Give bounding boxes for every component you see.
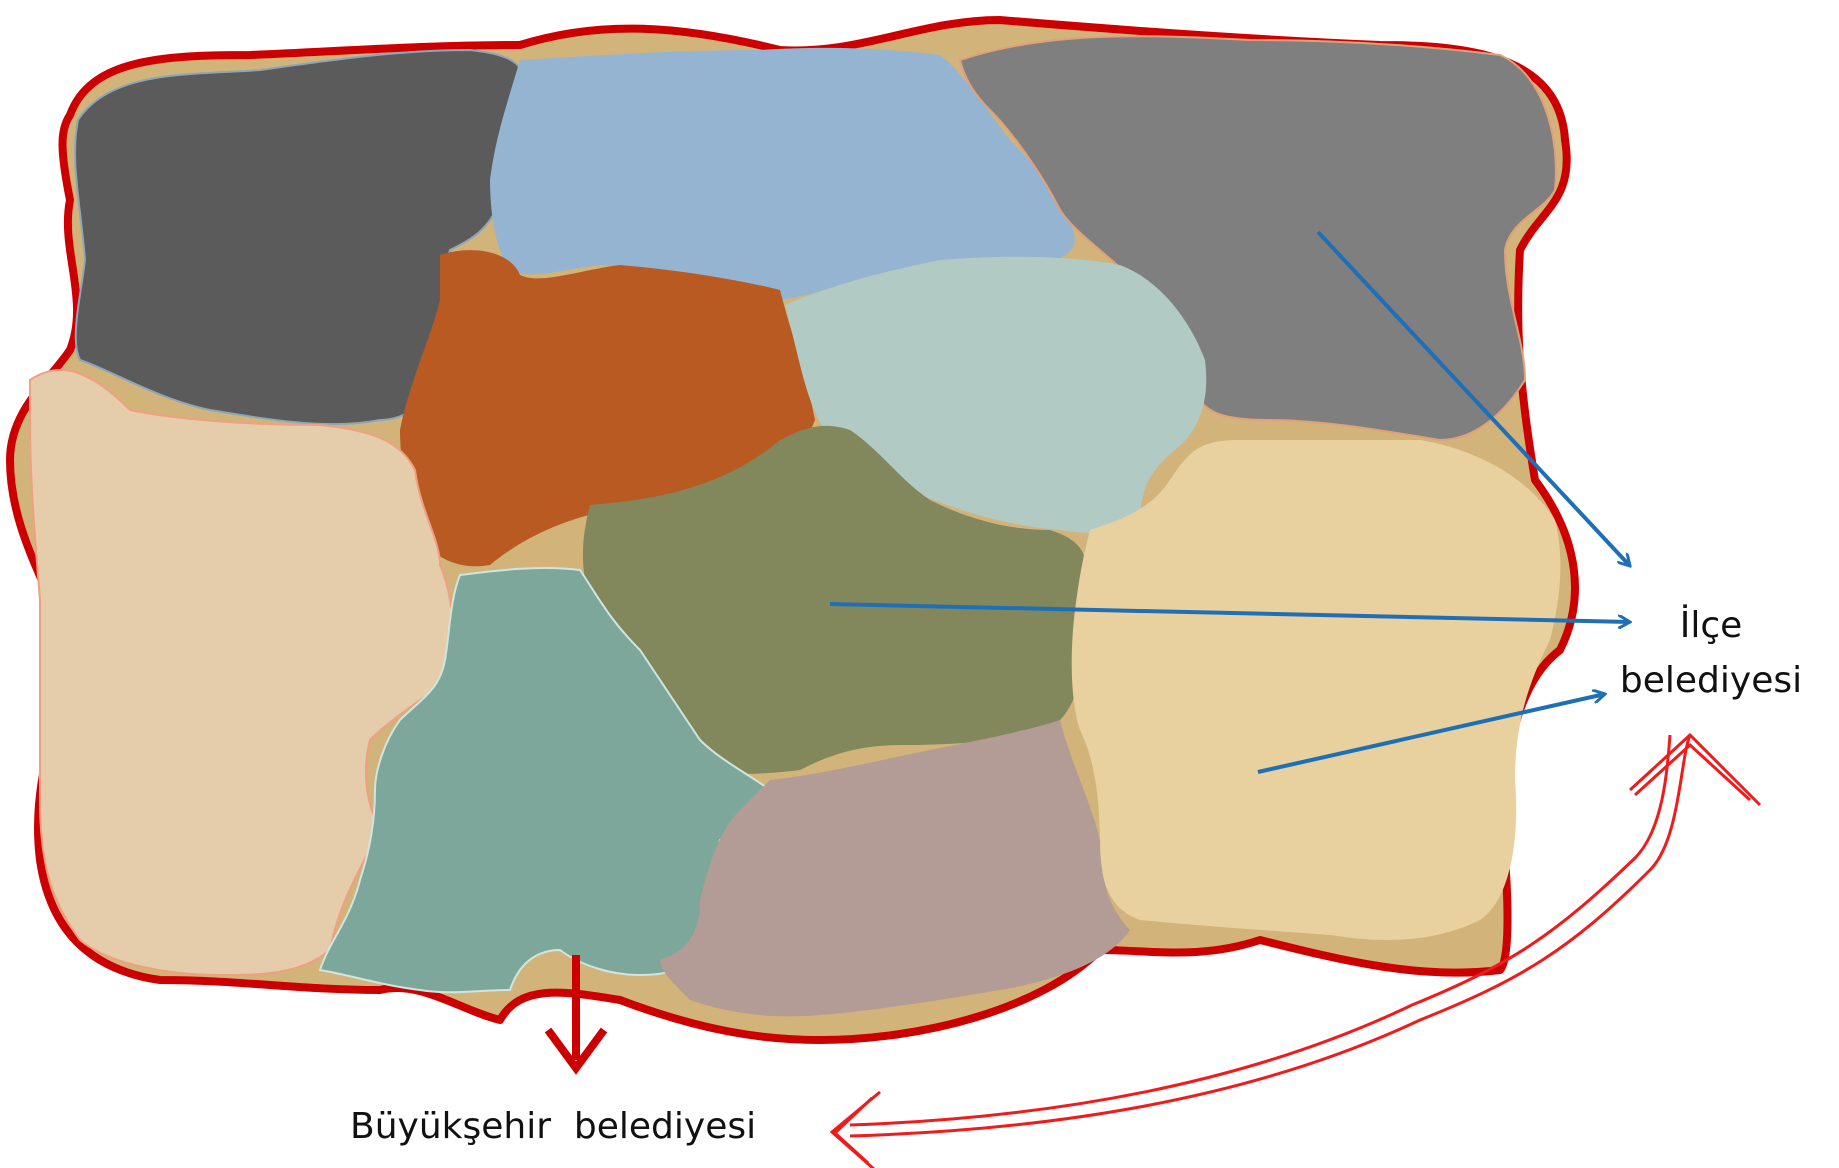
region-top-right <box>958 35 1557 442</box>
region-center-olive <box>582 425 1090 774</box>
metropolitan-arrow <box>544 955 608 1075</box>
region-center-mint <box>785 256 1207 534</box>
region-bottom-teal <box>318 566 772 994</box>
region-bottom-mauve <box>660 720 1130 1017</box>
district-municipality-label-line1: İlçe <box>1680 604 1743 646</box>
district-arrow-right <box>1257 694 1605 774</box>
metropolitan-municipality-label: Büyükşehir belediyesi <box>350 1106 756 1147</box>
district-arrow-center <box>829 602 1630 622</box>
district-municipality-label-line2: belediyesi <box>1620 660 1802 701</box>
curved-double-arrow <box>829 732 1762 1168</box>
region-right-sand <box>1071 440 1561 940</box>
district-arrow-top-right <box>1316 230 1630 566</box>
region-top-middle <box>490 47 1075 301</box>
